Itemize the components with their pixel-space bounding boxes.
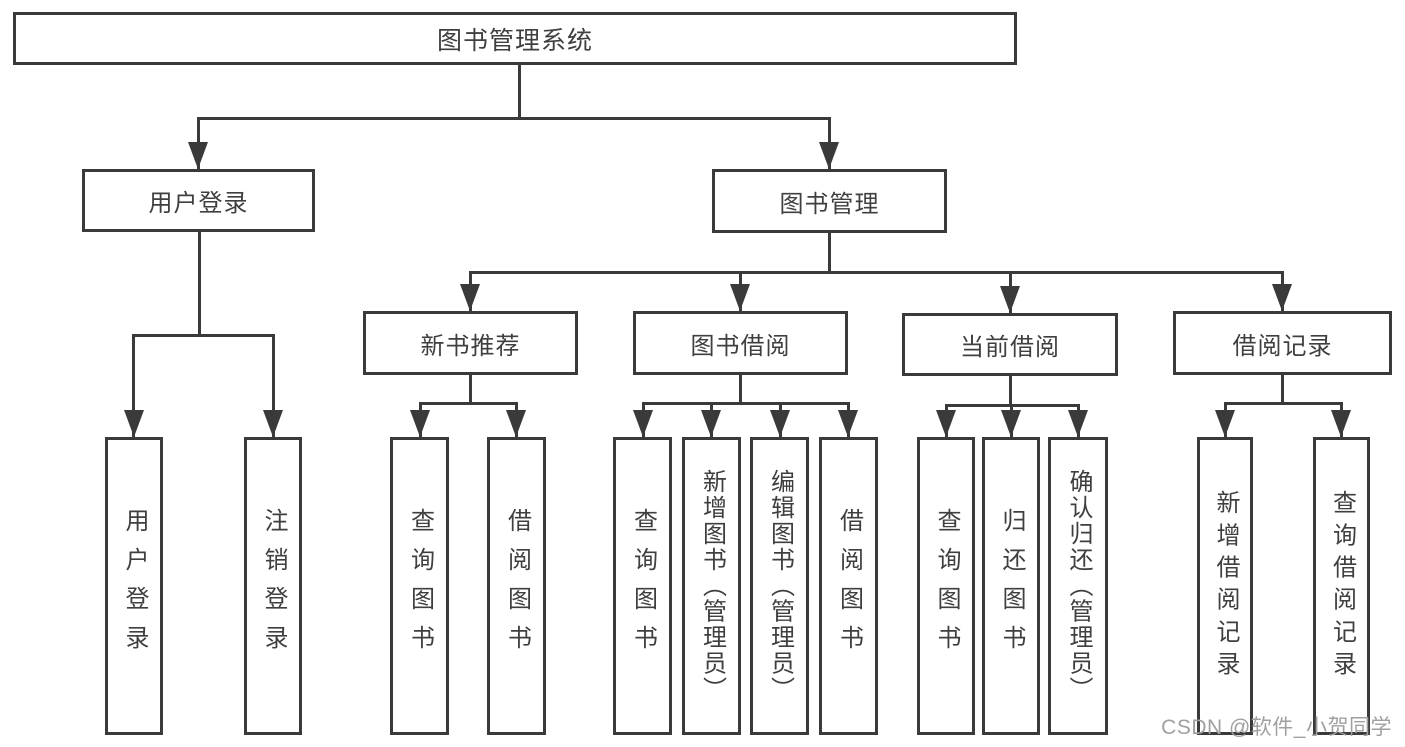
connector-stem — [1281, 375, 1284, 405]
arrow-down-icon — [1000, 286, 1020, 313]
leaf-label: 借阅图书 — [835, 508, 863, 664]
leaf-label: 查询图书 — [629, 508, 657, 664]
csdn-watermark: CSDN @软件_小贺同学 — [1161, 716, 1392, 739]
arrow-down-icon — [506, 410, 526, 437]
connector-bar — [1224, 402, 1343, 405]
connector-level2-bar — [197, 117, 830, 120]
arrow-down-icon — [1331, 410, 1351, 437]
leaf-label: 查询图书 — [933, 508, 960, 664]
leaf-query-borrow-record: 查询借阅记录 — [1313, 437, 1370, 735]
arrow-down-icon — [838, 410, 858, 437]
leaf-confirm-return-admin: 确认归还（管理员） — [1048, 437, 1108, 735]
arrow-down-icon — [819, 142, 839, 169]
node-label: 借阅记录 — [1232, 332, 1333, 360]
leaf-add-borrow-record: 新增借阅记录 — [1197, 437, 1253, 735]
leaf-label: 查询借阅记录 — [1328, 489, 1356, 683]
leaf-label: 归还图书 — [998, 508, 1025, 664]
node-label-root: 图书管理系统 — [436, 26, 593, 55]
connector-bar — [132, 334, 275, 337]
leaf-query-books: 查询图书 — [390, 437, 449, 735]
arrow-down-icon — [263, 410, 283, 437]
leaf-label: 新增借阅记录 — [1212, 489, 1239, 683]
connector-bar — [419, 402, 518, 405]
leaf-label: 编辑图书（管理员） — [766, 469, 794, 703]
arrow-down-icon — [1068, 410, 1088, 437]
connector-stem — [1009, 376, 1012, 407]
leaf-edit-books-admin: 编辑图书（管理员） — [750, 437, 809, 735]
leaf-query-books: 查询图书 — [613, 437, 672, 735]
leaf-borrow-books: 借阅图书 — [487, 437, 546, 735]
connector-stem — [469, 375, 472, 405]
node-label: 图书借阅 — [690, 332, 791, 360]
connector-stem — [198, 231, 201, 336]
node-current-borrow: 当前借阅 — [902, 313, 1118, 376]
arrow-down-icon — [701, 410, 721, 437]
connector-stem — [132, 334, 135, 437]
leaf-query-books: 查询图书 — [917, 437, 975, 735]
node-label: 新书推荐 — [420, 332, 521, 360]
arrow-down-icon — [188, 142, 208, 169]
arrow-down-icon — [1215, 410, 1235, 437]
leaf-label: 借阅图书 — [503, 508, 531, 664]
connector-stem — [739, 375, 742, 405]
arrow-down-icon — [1272, 284, 1292, 311]
leaf-logout: 注销登录 — [244, 437, 302, 735]
node-label: 当前借阅 — [960, 334, 1060, 361]
node-label: 图书管理 — [779, 190, 880, 218]
connector-level3-bar — [469, 271, 1283, 274]
leaf-label: 确认归还（管理员） — [1065, 469, 1092, 703]
node-borrow-record: 借阅记录 — [1173, 311, 1392, 375]
leaf-label: 用户登录 — [121, 508, 148, 664]
leaf-label: 新增图书（管理员） — [698, 469, 726, 703]
arrow-down-icon — [770, 410, 790, 437]
arrow-down-icon — [1001, 410, 1021, 437]
connector-stem — [828, 233, 831, 274]
node-new-book-recommend: 新书推荐 — [363, 311, 578, 375]
connector-stem — [272, 334, 275, 437]
node-book-management: 图书管理 — [712, 169, 947, 233]
connector-root-stem — [518, 65, 521, 118]
node-system-root: 图书管理系统 — [13, 12, 1017, 65]
leaf-return-books: 归还图书 — [982, 437, 1040, 735]
arrow-down-icon — [633, 410, 653, 437]
arrow-down-icon — [936, 410, 956, 437]
arrow-down-icon — [460, 284, 480, 311]
leaf-label: 注销登录 — [260, 508, 287, 664]
leaf-user-login: 用户登录 — [105, 437, 163, 735]
leaf-add-books-admin: 新增图书（管理员） — [682, 437, 741, 735]
arrow-down-icon — [730, 284, 750, 311]
node-book-borrow: 图书借阅 — [633, 311, 848, 375]
leaf-borrow-books: 借阅图书 — [819, 437, 878, 735]
leaf-label: 查询图书 — [406, 508, 434, 664]
node-label: 用户登录 — [148, 190, 249, 217]
arrow-down-icon — [124, 410, 144, 437]
connector-bar — [642, 402, 850, 405]
arrow-down-icon — [410, 410, 430, 437]
node-user-login: 用户登录 — [82, 169, 315, 232]
